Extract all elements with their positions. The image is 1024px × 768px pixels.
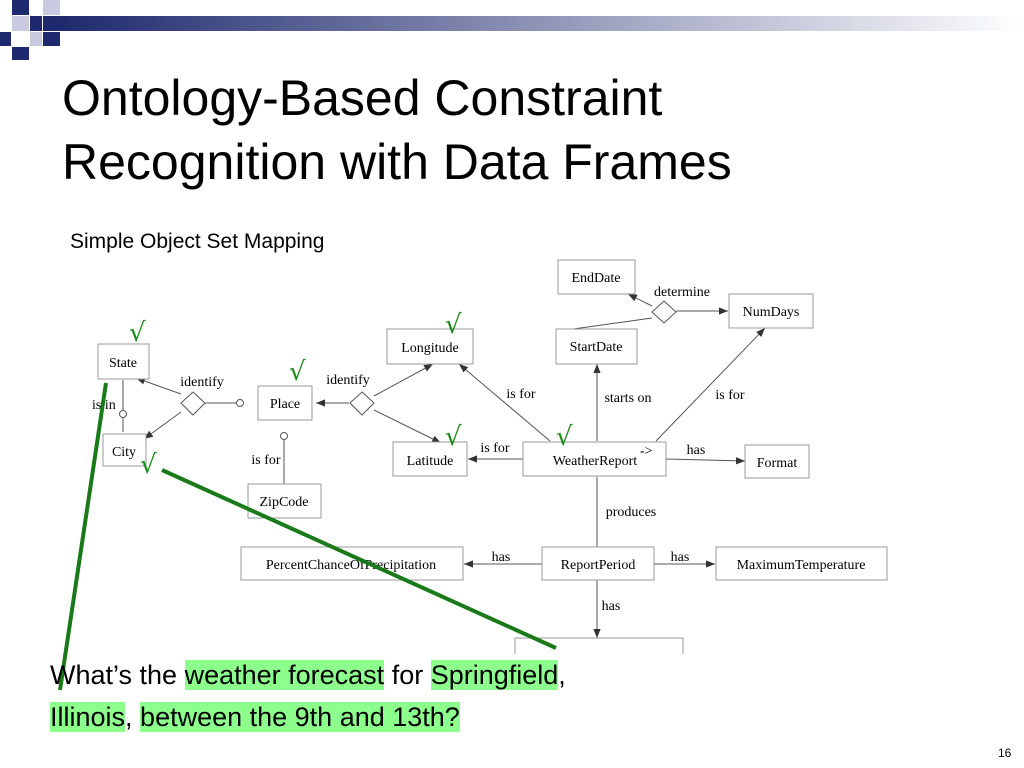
node-precip: PercentChanceOfPrecipitation <box>266 558 436 573</box>
node-latitude-box <box>392 441 468 477</box>
node-city: City <box>112 445 136 460</box>
node-maxtemp: MaximumTemperature <box>737 558 866 573</box>
deco-square <box>30 32 42 46</box>
question-part: , <box>558 660 566 690</box>
node-zipcode: ZipCode <box>260 495 309 510</box>
deco-square <box>12 0 29 15</box>
edge-endpoint-circle <box>236 399 244 407</box>
node-startdate-box <box>555 328 638 365</box>
node-latitude: Latitude <box>407 454 454 469</box>
edge-determine-startdate <box>565 317 653 331</box>
node-maxtemp-box <box>715 546 888 581</box>
label-has-down: has <box>602 599 621 614</box>
label-identify-left: identify <box>180 375 224 390</box>
label-determine: determine <box>654 285 710 300</box>
node-reportperiod: ReportPeriod <box>561 558 636 573</box>
identify-diamond-right <box>349 391 375 416</box>
title-line-2: Recognition with Data Frames <box>62 134 732 190</box>
node-weatherreport-box <box>522 441 667 477</box>
slide-subtitle: Simple Object Set Mapping <box>70 230 325 253</box>
deco-square <box>12 16 29 31</box>
node-state: State <box>109 356 137 371</box>
node-format: Format <box>757 456 798 471</box>
deco-square <box>43 0 60 15</box>
node-place-box <box>257 385 313 421</box>
node-zipcode-box <box>247 483 322 519</box>
check-mark-weatherreport: √ <box>556 422 573 452</box>
node-numdays-box <box>728 293 814 329</box>
deco-square <box>43 16 60 31</box>
check-mark-longitude: √ <box>445 310 462 340</box>
label-is-for-long: is for <box>506 387 536 402</box>
label-is-for-numdays: is for <box>715 388 745 403</box>
question-text: What’s the weather forecast for Springfi… <box>50 654 750 738</box>
edge-identify2-latitude <box>373 409 442 444</box>
edge-determine-enddate <box>627 293 653 307</box>
deco-square <box>43 32 60 46</box>
edge-identify2-longitude <box>373 363 434 397</box>
label-arrow-dot: -> <box>640 444 653 459</box>
label-identify-right: identify <box>326 373 370 388</box>
header-decoration <box>0 0 1024 60</box>
mapping-line-springfield-city <box>161 468 557 650</box>
node-enddate-box <box>557 259 636 295</box>
edge-wr-longitude <box>458 363 551 442</box>
node-city-box <box>102 433 147 467</box>
node-format-box <box>744 444 810 479</box>
label-starts-on: starts on <box>604 391 651 406</box>
label-is-for-lat: is for <box>480 441 510 456</box>
label-has-maxtemp: has <box>671 550 690 565</box>
gradient-bar <box>60 16 1024 31</box>
label-has-precip: has <box>492 550 511 565</box>
edge-wr-format <box>665 457 746 465</box>
node-precip-box <box>240 546 464 581</box>
check-mark-place: √ <box>289 357 306 387</box>
edge-wr-numdays <box>655 327 766 442</box>
question-part: What’s the <box>50 660 185 690</box>
page-number: 16 <box>998 746 1012 760</box>
node-numdays: NumDays <box>743 305 800 320</box>
deco-square <box>0 32 11 46</box>
node-enddate: EndDate <box>572 271 621 286</box>
determine-diamond <box>651 300 677 324</box>
deco-square <box>12 47 29 60</box>
highlight-weather-forecast: weather forecast <box>184 660 385 690</box>
highlight-springfield: Springfield <box>430 660 559 690</box>
node-longitude: Longitude <box>401 341 459 356</box>
edge-endpoint-circle <box>280 432 288 440</box>
node-startdate: StartDate <box>570 340 623 355</box>
label-is-for-zip: is for <box>251 453 281 468</box>
edges <box>119 293 766 638</box>
title-line-1: Ontology-Based Constraint <box>62 70 663 126</box>
edge-endpoint-circle <box>119 410 127 418</box>
check-mark-city: √ <box>140 450 157 480</box>
label-has-format: has <box>687 443 706 458</box>
identify-diamond-left <box>180 391 206 416</box>
deco-square <box>30 16 42 31</box>
node-state-box <box>97 343 150 380</box>
mapping-line-illinois-state <box>58 382 108 691</box>
label-produces: produces <box>606 505 657 520</box>
highlight-date-range: between the 9th and 13th? <box>140 702 460 732</box>
node-reportperiod-box <box>541 546 655 581</box>
node-longitude-box <box>386 328 474 365</box>
node-partial-box <box>514 637 684 654</box>
node-weatherreport: WeatherReport <box>553 454 638 469</box>
check-mark-state: √ <box>129 318 146 348</box>
question-part: , <box>125 702 141 732</box>
slide-title: Ontology-Based Constraint Recognition wi… <box>62 66 732 194</box>
highlight-illinois: Illinois <box>50 702 126 732</box>
node-place: Place <box>270 397 300 412</box>
check-mark-latitude: √ <box>445 422 462 452</box>
edge-state-identify <box>135 377 182 395</box>
question-part: for <box>384 660 431 690</box>
edge-city-identify <box>143 411 182 440</box>
